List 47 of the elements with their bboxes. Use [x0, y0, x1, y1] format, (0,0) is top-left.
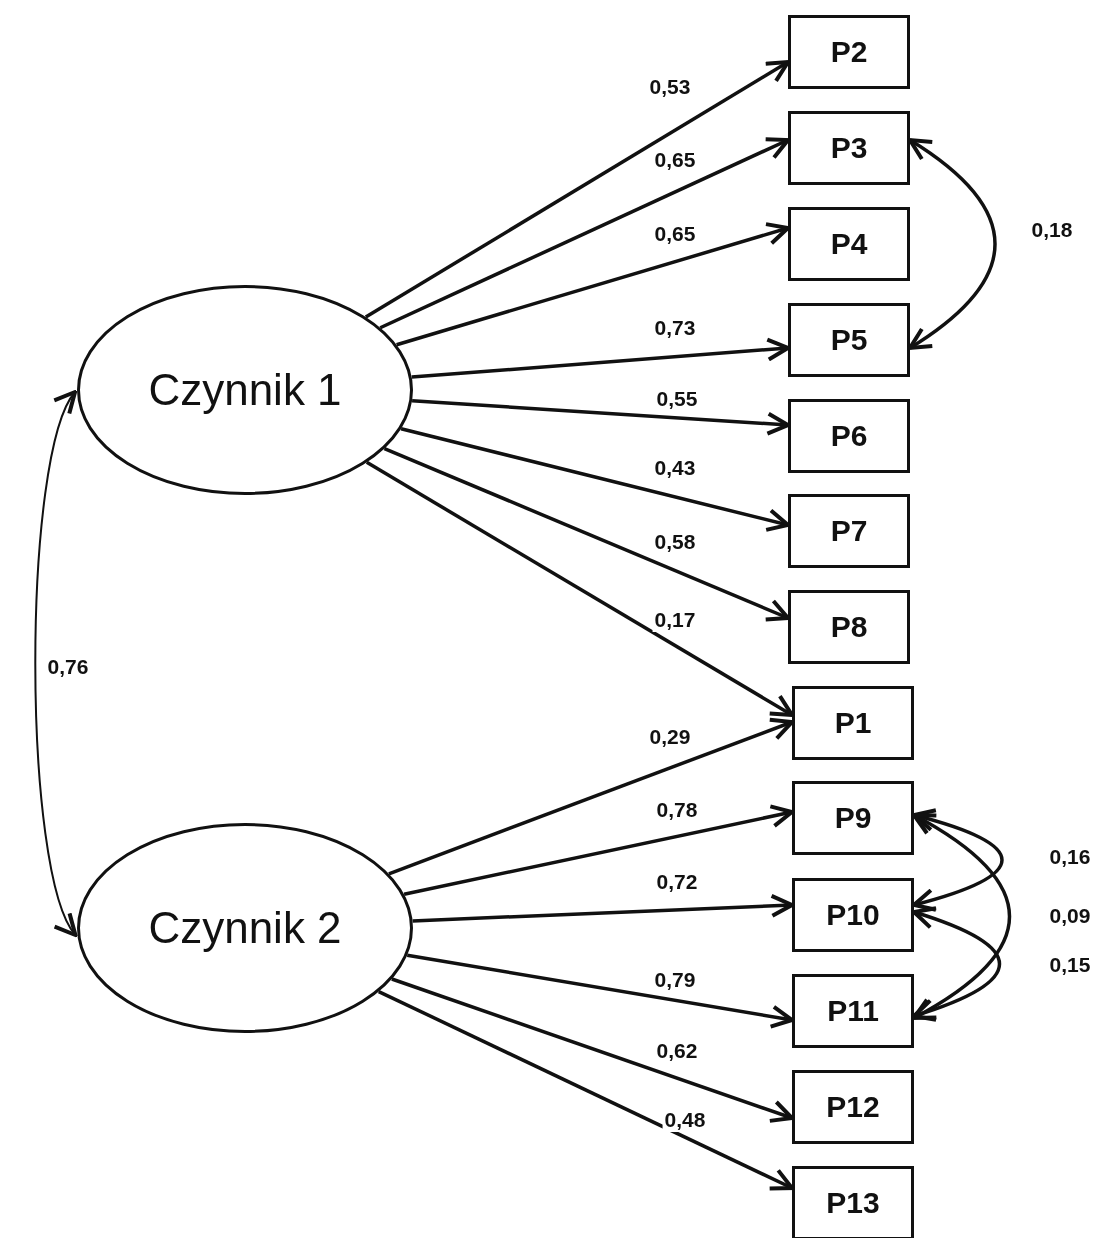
- arrow: [364, 60, 790, 319]
- arrow: [400, 427, 790, 532]
- node-label: Czynnik 2: [148, 903, 342, 953]
- arrow: [912, 813, 1011, 1020]
- variable-box: [788, 207, 910, 281]
- node-label: P4: [830, 227, 868, 261]
- variable-box: [792, 1070, 914, 1144]
- variable-box: [792, 686, 914, 760]
- arrow: [912, 808, 1004, 912]
- arrow: [411, 337, 790, 379]
- node-label: P8: [830, 610, 868, 644]
- arrow: [34, 390, 78, 937]
- node-label: P2: [830, 35, 868, 69]
- node-label: P7: [830, 514, 868, 548]
- arrow: [388, 717, 794, 876]
- node-label: P10: [826, 898, 880, 932]
- arrow: [377, 989, 794, 1191]
- node-label: P1: [834, 706, 872, 740]
- arrow: [412, 399, 790, 436]
- node-label: P3: [830, 131, 868, 165]
- node-label: P13: [826, 1186, 880, 1220]
- arrow: [379, 137, 790, 330]
- arrow: [403, 804, 794, 896]
- node-label: P6: [830, 419, 868, 453]
- variable-box: [792, 1166, 914, 1238]
- variable-box: [792, 781, 914, 855]
- arrow: [412, 893, 794, 923]
- arrow: [912, 906, 1002, 1022]
- node-label: P11: [827, 994, 879, 1028]
- variable-box: [788, 303, 910, 377]
- variable-box: [788, 111, 910, 185]
- variable-box: [792, 878, 914, 952]
- node-label: P12: [826, 1090, 880, 1124]
- arrow: [406, 953, 794, 1029]
- arrow: [391, 977, 794, 1123]
- arrow: [908, 138, 997, 350]
- variable-box: [788, 494, 910, 568]
- arrow: [383, 446, 790, 622]
- arrow: [396, 222, 790, 347]
- variable-box: [788, 15, 910, 89]
- variable-box: [788, 399, 910, 473]
- node-label: P5: [830, 323, 868, 357]
- variable-box: [788, 590, 910, 664]
- node-label: P9: [834, 801, 872, 835]
- arrow: [365, 460, 794, 717]
- node-label: Czynnik 1: [148, 365, 342, 415]
- variable-box: [792, 974, 914, 1048]
